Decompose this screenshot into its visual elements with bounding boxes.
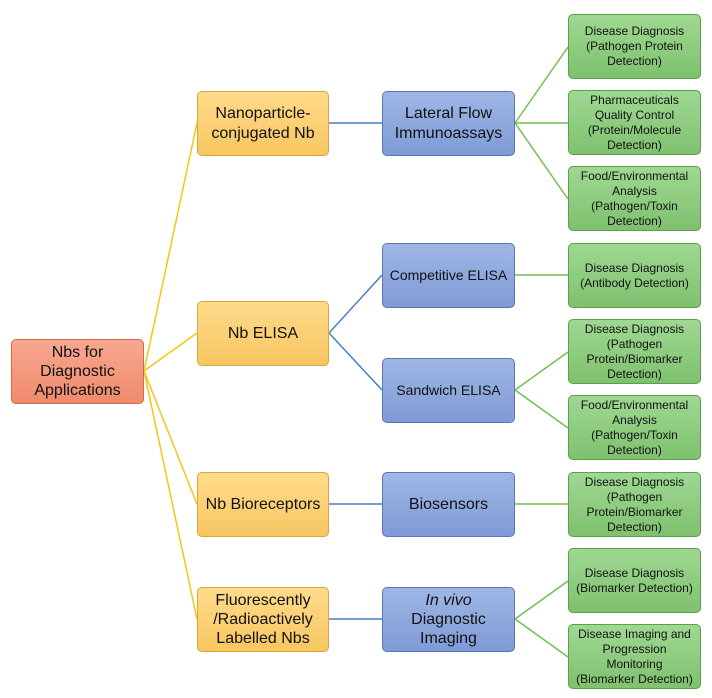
leaf-line: Detection) <box>607 54 662 68</box>
leaf-line: Protein/Biomarker <box>586 351 683 366</box>
leaf-line: Monitoring <box>606 656 663 671</box>
node-label: Lateral Flow Immunoassays <box>394 105 503 142</box>
node-in-vivo-imaging: In vivo Diagnostic Imaging <box>382 587 515 652</box>
node-label-rest: Diagnostic Imaging <box>411 610 486 648</box>
leaf-line: (Biomarker Detection) <box>576 580 693 595</box>
connector-lfa-leaf1 <box>514 46 569 124</box>
connector-root-bioreceptors <box>143 370 198 505</box>
node-competitive-elisa: Competitive ELISA <box>382 243 515 308</box>
node-label: Biosensors <box>408 495 489 513</box>
connector-invivo-leaf8 <box>514 580 569 620</box>
root-label: Nbs for Diagnostic Applications <box>34 343 121 400</box>
connector-root-elisa <box>143 332 198 372</box>
node-nb-bioreceptors: Nb Bioreceptors <box>197 472 329 537</box>
leaf-line: Detection) <box>607 213 662 228</box>
node-fluorescently-labelled: Fluorescently /Radioactively Labelled Nb… <box>197 587 329 652</box>
leaf-line: Food/Environmental <box>580 168 689 183</box>
connector-invivo-leaf9 <box>514 618 569 658</box>
leaf-text: Pharmaceuticals Quality Control (Protein… <box>588 93 681 153</box>
leaf-text: Disease Diagnosis (Pathogen Protein/Biom… <box>585 475 684 535</box>
leaf-text: Disease Diagnosis (Biomarker Detection) <box>576 566 693 596</box>
node-label: Fluorescently /Radioactively Labelled Nb… <box>213 591 313 648</box>
leaf-line: (Pathogen <box>606 336 663 351</box>
node-biosensors: Biosensors <box>382 472 515 537</box>
leaf-text: Food/Environmental Analysis (Pathogen/To… <box>581 398 688 458</box>
root-node: Nbs for Diagnostic Applications <box>11 339 144 404</box>
leaf-line: Detection) <box>607 366 662 381</box>
leaf-line: (Pathogen/Toxin <box>591 198 678 213</box>
leaf-line: (Pathogen/Toxin <box>591 427 678 442</box>
leaf-text: Disease Diagnosis (Antibody Detection) <box>580 261 689 291</box>
leaf-pharmaceuticals-qc: Pharmaceuticals Quality Control (Protein… <box>568 90 701 155</box>
leaf-line: Progression <box>602 641 667 656</box>
connector-sandwich-leaf5 <box>514 351 569 391</box>
leaf-line: (Biomarker Detection) <box>576 671 693 686</box>
node-label: Nb Bioreceptors <box>205 495 321 513</box>
leaf-food-environmental-1: Food/Environmental Analysis (Pathogen/To… <box>568 166 701 231</box>
leaf-line: Disease Imaging and <box>578 626 691 641</box>
leaf-disease-diagnosis-antibody: Disease Diagnosis (Antibody Detection) <box>568 243 701 308</box>
leaf-line: Detection) <box>607 137 662 152</box>
connector-elisa-sandwich <box>328 332 383 391</box>
node-label: Nb ELISA <box>227 324 299 342</box>
leaf-line: Disease Diagnosis <box>584 260 685 275</box>
node-label: In vivo Diagnostic Imaging <box>387 591 510 649</box>
leaf-line: Quality Control <box>594 107 675 122</box>
leaf-line: Pharmaceuticals <box>590 92 679 107</box>
connector-root-fluorescent <box>143 370 198 620</box>
leaf-line: (Protein/Molecule <box>587 122 682 137</box>
leaf-food-environmental-2: Food/Environmental Analysis (Pathogen/To… <box>568 395 701 460</box>
leaf-line: (Antibody Detection) <box>580 275 689 290</box>
connector-sandwich-leaf6 <box>514 389 569 429</box>
connector-lfa-leaf3 <box>514 122 569 200</box>
leaf-disease-imaging-monitoring: Disease Imaging and Progression Monitori… <box>568 624 701 689</box>
node-nb-elisa: Nb ELISA <box>197 301 329 366</box>
leaf-text: Food/Environmental Analysis (Pathogen/To… <box>581 169 688 229</box>
connector-root-nanoparticle <box>143 122 198 372</box>
leaf-line: Disease Diagnosis <box>584 24 685 38</box>
leaf-line: Disease Diagnosis <box>584 321 685 336</box>
leaf-line: Disease Diagnosis <box>584 474 685 489</box>
leaf-line: Analysis <box>612 412 657 427</box>
node-label: Sandwich ELISA <box>396 382 501 399</box>
leaf-disease-diagnosis-biomarker-3: Disease Diagnosis (Biomarker Detection) <box>568 548 701 613</box>
leaf-line: Detection) <box>607 442 662 457</box>
node-label: Nanoparticle-conjugated Nb <box>211 105 315 142</box>
node-nanoparticle-conjugated: Nanoparticle-conjugated Nb <box>197 91 329 156</box>
leaf-disease-diagnosis-biomarker-2: Disease Diagnosis (Pathogen Protein/Biom… <box>568 472 701 537</box>
leaf-line: Analysis <box>612 183 657 198</box>
node-lateral-flow: Lateral Flow Immunoassays <box>382 91 515 156</box>
node-sandwich-elisa: Sandwich ELISA <box>382 358 515 423</box>
connector-elisa-competitive <box>328 274 383 334</box>
leaf-line: Disease Diagnosis <box>584 565 685 580</box>
node-label: Competitive ELISA <box>389 267 508 284</box>
leaf-line: Detection) <box>607 519 662 534</box>
leaf-line: Protein/Biomarker <box>586 504 683 519</box>
leaf-text: Disease Diagnosis (Pathogen Protein/Biom… <box>585 322 684 382</box>
leaf-line: (Pathogen Protein <box>586 39 683 53</box>
node-label-italic: In vivo <box>425 591 472 609</box>
leaf-line: (Pathogen <box>606 489 663 504</box>
leaf-disease-diagnosis-pathogen-protein: Disease Diagnosis (Pathogen Protein Dete… <box>568 14 701 79</box>
leaf-disease-diagnosis-biomarker-1: Disease Diagnosis (Pathogen Protein/Biom… <box>568 319 701 384</box>
leaf-text: Disease Imaging and Progression Monitori… <box>576 627 693 687</box>
leaf-line: Food/Environmental <box>580 397 689 412</box>
leaf-text: Disease Diagnosis (Pathogen Protein Dete… <box>585 24 684 69</box>
